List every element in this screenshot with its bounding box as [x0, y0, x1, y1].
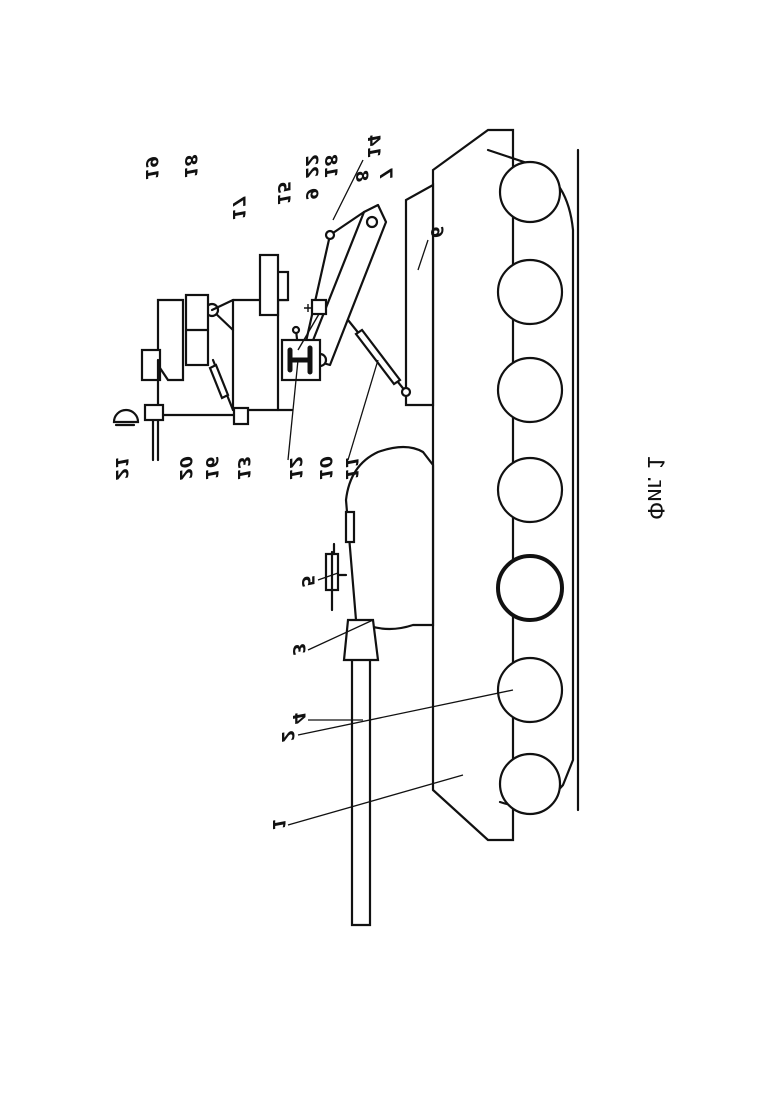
label-10: 10: [315, 456, 335, 480]
road-wheel: [500, 162, 560, 222]
strut-body: [210, 365, 228, 398]
road-wheel: [498, 358, 562, 422]
leader-11: [348, 360, 378, 460]
label-5: 5: [297, 575, 317, 587]
leader-1: [288, 775, 463, 825]
sensor-box: [312, 300, 326, 314]
label-1: 1: [268, 818, 288, 830]
link-rod-lower: [303, 235, 330, 355]
mast-head: [114, 410, 138, 422]
turret-hatch: [346, 512, 354, 542]
cylinder-body: [356, 330, 400, 384]
mast-collar: [145, 405, 163, 420]
label-4: 4: [288, 712, 308, 725]
label-18-upper: 18: [180, 154, 200, 178]
figure-caption: Фиг. 1: [642, 456, 669, 520]
label-14: 14: [363, 134, 383, 158]
carrier-frame: [158, 300, 183, 380]
label-15: 15: [273, 181, 293, 205]
cylinder-pin: [402, 388, 410, 396]
road-wheel: [498, 556, 562, 620]
machine-gun: [326, 544, 346, 610]
link-joint: [326, 231, 334, 239]
lift-cylinder: [348, 320, 410, 396]
mast-block: [234, 408, 248, 424]
label-22: 22: [301, 154, 321, 178]
label-20: 20: [175, 456, 195, 480]
rotary-unit: [282, 300, 326, 380]
gun-barrel: [352, 625, 370, 925]
label-7: 7: [375, 168, 395, 180]
label-9: 9: [301, 188, 321, 200]
label-19: 19: [141, 156, 161, 180]
lower-payload: [260, 255, 288, 315]
road-wheel: [498, 658, 562, 722]
label-17: 17: [228, 196, 248, 220]
road-wheel: [500, 754, 560, 814]
label-21: 21: [111, 456, 131, 480]
road-wheel: [498, 458, 562, 522]
label-6: 6: [426, 226, 446, 238]
label-11: 11: [341, 456, 361, 480]
label-16: 16: [201, 456, 221, 480]
road-wheel: [498, 260, 562, 324]
strut: [210, 360, 233, 410]
label-12: 12: [285, 456, 305, 480]
boom-base-plate: [406, 185, 433, 405]
label-13: 13: [233, 456, 253, 480]
sensor-antenna: [304, 304, 312, 312]
boom-joint: [367, 217, 377, 227]
payload-box-22: [260, 255, 278, 315]
vehicle-scene: 1 2 3 4 5 6 7 8 9 10 11 12 13 14 15 16 1…: [111, 130, 669, 925]
label-3: 3: [288, 643, 308, 655]
lever-pin: [293, 327, 299, 333]
label-2: 2: [277, 730, 297, 742]
label-8: 8: [351, 170, 371, 182]
label-18-lower: 18: [320, 154, 340, 178]
